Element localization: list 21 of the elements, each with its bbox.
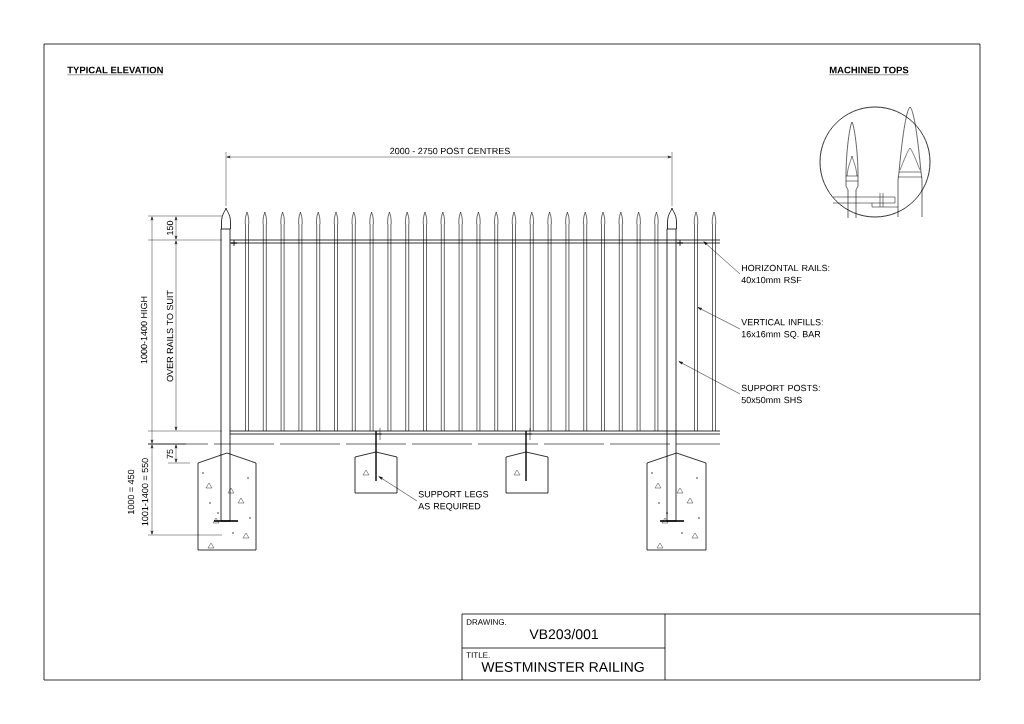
callout-text: SUPPORT POSTS: 50x50mm SHS xyxy=(741,384,820,404)
leader-line xyxy=(678,361,741,395)
heading: MACHINED TOPS xyxy=(829,66,909,75)
title-block-text: TITLE. xyxy=(466,652,490,658)
dimension-text: 75 xyxy=(166,449,174,459)
callout-text: SUPPORT LEGS AS REQUIRED xyxy=(418,491,489,511)
leader-line xyxy=(697,307,741,330)
title-block-text: DRAWING. xyxy=(466,619,507,625)
title-block-text: VB203/001 xyxy=(529,628,598,640)
dimension-text: OVER RAILS TO SUIT xyxy=(166,290,174,382)
callout-text: VERTICAL INFILLS: 16x16mm SQ. BAR xyxy=(741,319,823,339)
title-block-text: WESTMINSTER RAILING xyxy=(481,662,644,672)
leader-line xyxy=(703,241,741,275)
dimension-text: 150 xyxy=(166,220,174,235)
leader-line xyxy=(378,476,418,502)
dimension-text: 1001-1400 = 550 xyxy=(141,458,149,526)
dimension-text: 1000-1400 HIGH xyxy=(140,296,148,364)
dimension-text: 2000 - 2750 POST CENTRES xyxy=(390,147,510,155)
callout-text: HORIZONTAL RAILS: 40x10mm RSF xyxy=(741,264,830,284)
heading: TYPICAL ELEVATION xyxy=(67,66,164,75)
dimension-text: 1000 = 450 xyxy=(127,469,135,514)
